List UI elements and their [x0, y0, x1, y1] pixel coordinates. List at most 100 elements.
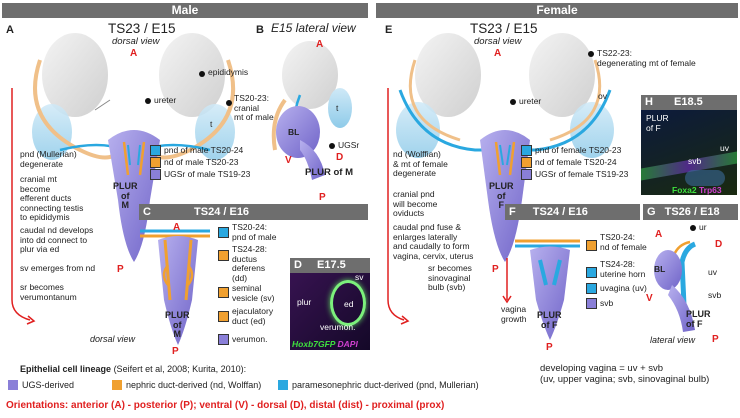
panelB-ugsr-pointer — [329, 143, 335, 149]
panelA-legend-label-1: nd of male TS20-23 — [164, 157, 239, 167]
panelF-growth: vagina growth — [501, 304, 527, 324]
panelD-micrograph — [290, 258, 370, 350]
panelA-anterior: A — [130, 48, 138, 59]
lineage-label-1: nephric duct-derived (nd, Wolffan) — [126, 380, 262, 390]
panelA-posterior: P — [117, 264, 124, 275]
panelB-anterior: A — [316, 39, 324, 50]
panelA-artwork — [11, 33, 236, 325]
lineage-refs: (Seifert et al, 2008; Kurita, 2010): — [113, 364, 247, 374]
panelG-view: lateral view — [650, 335, 696, 345]
panelE-note-3: sr becomes sinovaginal bulb (svb) — [428, 263, 472, 292]
panelH-stain-b: Trp63 — [698, 185, 722, 195]
panelF-item-0: TS20-24: nd of female — [600, 232, 647, 252]
panelC-item-2: seminal vesicle (sv) — [232, 283, 275, 303]
panelF-title: TS24 / E16 — [532, 206, 588, 218]
panelA-epididymis-label: epididymis — [208, 67, 249, 77]
panelH-stain-a: Foxa2 — [672, 185, 697, 195]
panelE-legend-swatch-2 — [521, 169, 532, 180]
panelA-legend-swatch-0 — [150, 145, 161, 156]
female-header: Female — [376, 3, 738, 18]
lineage-title: Epithelial cell lineage — [20, 364, 112, 374]
panelB-ventral: V — [285, 155, 292, 166]
panelC-swatch-0 — [218, 227, 229, 238]
panelE-plur: PLUR of F — [489, 181, 514, 210]
male-header: Male — [2, 3, 368, 18]
panelE-degen-pointer — [588, 51, 594, 57]
panelB-dorsal: D — [336, 152, 344, 163]
panelE-subtitle: dorsal view — [474, 36, 522, 47]
panelC-plur: PLUR of M — [165, 310, 190, 339]
panelF-posterior: P — [546, 342, 553, 353]
panelE-ureter-pointer — [510, 99, 516, 105]
lineage-label-0: UGS-derived — [22, 380, 75, 390]
panelE-title: TS23 / E15 — [470, 21, 538, 36]
panelB-testis-label: t — [336, 103, 339, 113]
panelA-legend-swatch-1 — [150, 157, 161, 168]
panelE-note-1: cranial pnd will become oviducts — [393, 189, 438, 218]
lineage-swatch-1 — [112, 380, 122, 390]
panelA-note-2: caudal nd develops into dd connect to pl… — [20, 225, 94, 254]
panelD-stain-b: DAPI — [337, 339, 358, 349]
panelA-note-0: pnd (Mullerian) degenerate — [20, 149, 77, 169]
panelD-title: E17.5 — [317, 259, 346, 271]
panelH-uv: uv — [720, 143, 729, 153]
panelD-sv: sv — [355, 272, 364, 282]
panelD-stains: Hoxb7GFP DAPI — [292, 339, 358, 350]
lineage-label-2: paramesonephric duct-derived (pnd, Mulle… — [292, 380, 479, 390]
lineage-heading: Epithelial cell lineage (Seifert et al, … — [20, 364, 247, 375]
panel-letter-c: C — [143, 206, 151, 218]
panelG-svb: svb — [708, 290, 722, 300]
panelD-ed: ed — [344, 299, 354, 309]
panelA-note-4: sr becomes verumontanum — [20, 282, 77, 302]
panelC-item-4: verumon. — [232, 334, 268, 344]
panelH-micrograph — [641, 110, 737, 195]
panelG-ventral: V — [646, 293, 653, 304]
panelF-item-2: uvagina (uv) — [600, 283, 647, 293]
panelA-testis-label: t — [210, 119, 213, 129]
panel-letter-g: G — [647, 206, 656, 218]
panelF-swatch-0 — [586, 240, 597, 251]
panelE-legend-swatch-1 — [521, 157, 532, 168]
panelE-legend-swatch-0 — [521, 145, 532, 156]
panelC-swatch-2 — [218, 287, 229, 298]
panelG-title: TS26 / E18 — [664, 206, 720, 218]
panelH-svb-region — [685, 170, 725, 186]
panelA-title: TS23 / E15 — [108, 21, 176, 36]
panelG-uv: uv — [708, 267, 717, 277]
panelE-posterior: P — [492, 264, 499, 275]
panelG-artwork — [654, 240, 697, 332]
panelC-anterior: A — [173, 222, 181, 233]
panelC-swatch-4 — [218, 334, 229, 345]
panelD-header-bar: D E17.5 — [290, 258, 370, 273]
panelF-plur: PLUR of F — [537, 310, 562, 330]
panelB-artwork — [271, 41, 352, 180]
vagina-note: developing vagina = uv + svb (uv, upper … — [540, 363, 710, 385]
panelE-note-2: caudal pnd fuse & enlarges laterally and… — [393, 222, 474, 261]
panelA-ureter-pointer — [145, 98, 151, 104]
panelF-header-bar: F TS24 / E16 — [505, 204, 640, 220]
panelC-swatch-3 — [218, 311, 229, 322]
panelH-title: E18.5 — [674, 96, 703, 108]
panelC-item-1: TS24-28: ductus deferens (dd) — [232, 244, 267, 283]
panelC-item-3: ejaculatory duct (ed) — [232, 306, 274, 326]
panelE-legend-label-1: nd of female TS20-24 — [535, 157, 617, 167]
panelB-title: E15 lateral view — [271, 21, 356, 35]
panelH-header-bar: H E18.5 — [641, 95, 737, 110]
panelA-note-3: sv emerges from nd — [20, 263, 96, 273]
panel-letter-f: F — [509, 206, 516, 218]
panelA-subtitle: dorsal view — [112, 36, 160, 47]
panelG-anterior: A — [655, 229, 663, 240]
panelG-ur: ur — [699, 222, 707, 232]
panelA-cranial-label: TS20-23: cranial mt of male — [234, 93, 274, 122]
panelA-legend-swatch-2 — [150, 169, 161, 180]
panelC-header-bar: C TS24 / E16 — [139, 204, 368, 220]
panelC-title: TS24 / E16 — [194, 206, 250, 218]
panelC-posterior: P — [172, 346, 179, 357]
panel-letter-e: E — [385, 24, 393, 36]
panelG-plur: PLUR of F — [686, 309, 711, 329]
panelC-swatch-1 — [218, 250, 229, 261]
panelE-legend-label-2: UGSr of female TS19-23 — [535, 169, 629, 179]
panelF-item-1: TS24-28: uterine horn — [600, 259, 646, 279]
lineage-swatch-0 — [8, 380, 18, 390]
